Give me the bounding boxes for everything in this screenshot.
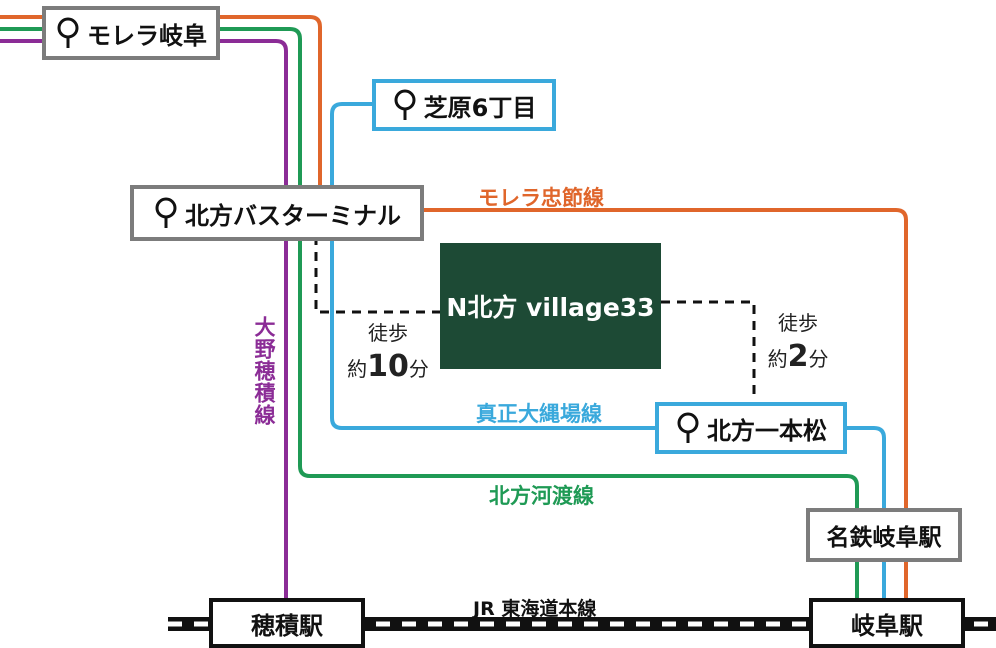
line-kitagata-godo xyxy=(0,27,859,600)
station-hozumi[interactable]: 穂積駅 xyxy=(209,598,365,648)
walk-path-right xyxy=(661,300,756,398)
station-meitetsu-gifu[interactable]: 名鉄岐阜駅 xyxy=(806,508,962,562)
walk-label: 徒歩 xyxy=(778,311,818,335)
walk-unit: 分 xyxy=(808,347,829,371)
stop-label: 芝原6丁目 xyxy=(423,93,537,122)
walk-time-right: 徒歩 約2分 xyxy=(758,310,838,378)
stop-morera-gifu[interactable]: モレラ岐阜 xyxy=(42,6,220,60)
walk-unit: 分 xyxy=(408,357,429,381)
bus-stop-pin-icon xyxy=(155,197,177,228)
destination-label: N北方 village33 xyxy=(446,293,655,322)
stop-label: モレラ岐阜 xyxy=(87,21,207,50)
stop-label: 北方バスターミナル xyxy=(185,201,401,230)
walk-prefix: 約 xyxy=(347,357,368,381)
line-shinsei-ohnawaba xyxy=(330,102,886,600)
walk-path-left xyxy=(314,236,440,314)
station-label: 名鉄岐阜駅 xyxy=(826,525,942,551)
station-label: 穂積駅 xyxy=(251,611,323,640)
label-line-morera-chusetsu: モレラ忠節線 xyxy=(478,186,604,210)
bus-stop-pin-icon xyxy=(677,412,699,443)
stop-kitagata-bus-terminal[interactable]: 北方バスターミナル xyxy=(130,185,424,241)
line-ono-hozumi xyxy=(0,39,288,600)
walk-minutes: 10 xyxy=(367,349,409,384)
station-label: 岐阜駅 xyxy=(851,611,923,640)
walk-time-left: 徒歩 約10分 xyxy=(343,320,433,388)
walk-label: 徒歩 xyxy=(368,321,408,345)
destination-box[interactable]: N北方 village33 xyxy=(440,243,661,369)
stop-kitagata-ipponmatsu[interactable]: 北方一本松 xyxy=(655,402,847,454)
label-line-ono-hozumi: 大野穂積線 xyxy=(252,316,276,426)
stop-shibahara[interactable]: 芝原6丁目 xyxy=(372,79,556,131)
walk-minutes: 2 xyxy=(787,339,809,374)
walk-prefix: 約 xyxy=(767,347,788,371)
label-line-kitagata-godo: 北方河渡線 xyxy=(489,484,594,508)
bus-stop-pin-icon xyxy=(394,89,416,120)
stop-label: 北方一本松 xyxy=(707,416,827,445)
label-line-jr-tokaido: JR 東海道本線 xyxy=(473,598,597,620)
bus-stop-pin-icon xyxy=(57,17,79,48)
label-line-shinsei-ohnawaba: 真正大縄場線 xyxy=(476,402,602,426)
station-gifu[interactable]: 岐阜駅 xyxy=(809,598,965,648)
